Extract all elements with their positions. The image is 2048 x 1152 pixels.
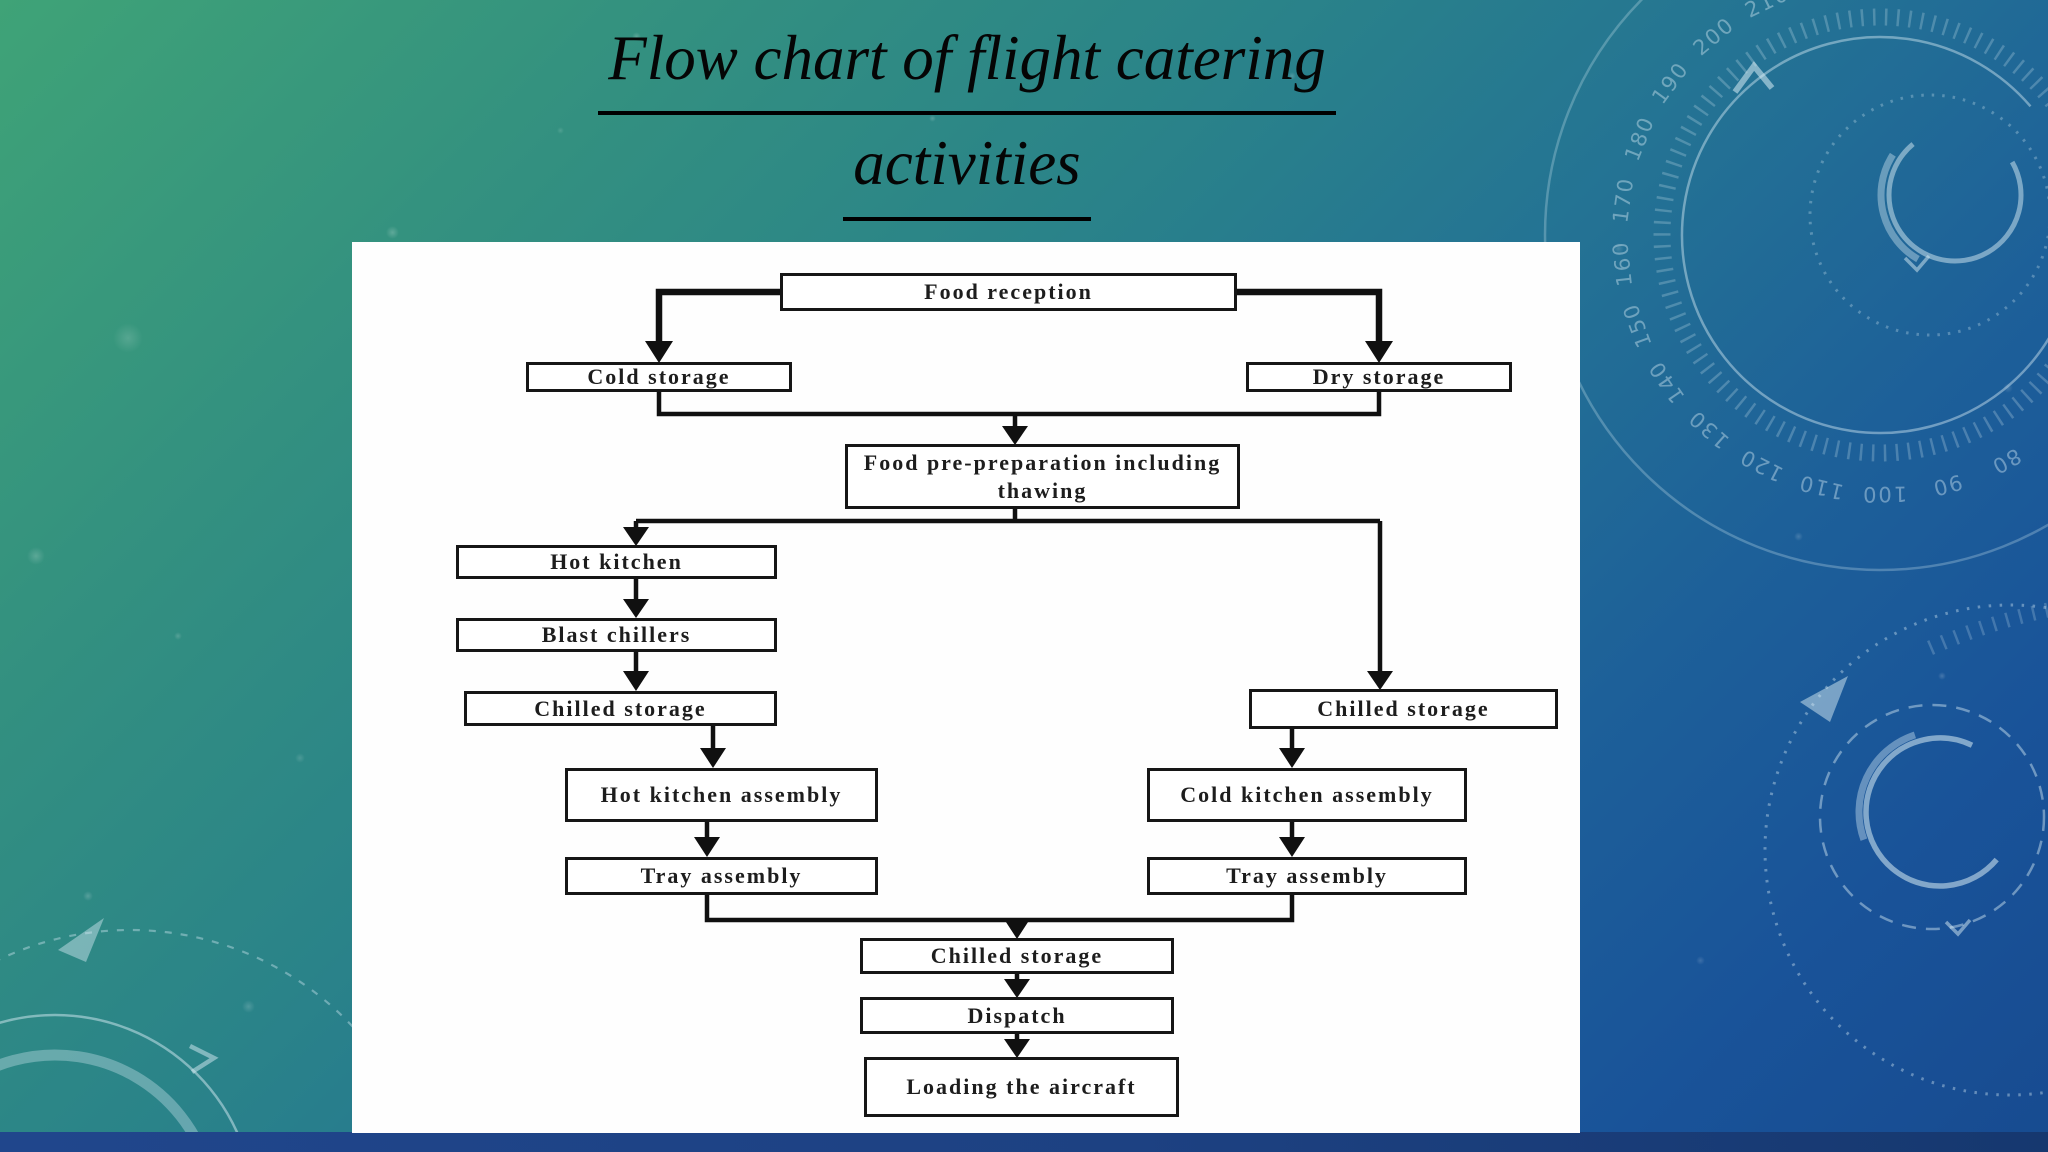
bokeh-dot <box>113 323 143 353</box>
flow-node-food-pre-preparation: Food pre-preparation including thawing <box>845 444 1240 509</box>
flow-node-label: Chilled storage <box>930 943 1104 969</box>
flowchart-panel: Food reception Cold storage Dry storage … <box>352 242 1580 1133</box>
flow-node-hot-kitchen: Hot kitchen <box>456 545 777 579</box>
dial-number: 160 <box>1608 239 1637 287</box>
dial-number: 110 <box>1796 470 1846 504</box>
flow-node-loading-the-aircraft: Loading the aircraft <box>864 1057 1179 1117</box>
flow-node-tray-assembly-left: Tray assembly <box>565 857 878 895</box>
flow-node-blast-chillers: Blast chillers <box>456 618 777 652</box>
bokeh-dot <box>27 547 45 565</box>
flow-node-label: Tray assembly <box>640 863 803 889</box>
flow-node-label: Food pre-preparation including thawing <box>863 450 1222 503</box>
bokeh-dot <box>1612 242 1624 254</box>
bokeh-dot <box>556 126 564 134</box>
flow-node-label: Hot kitchen <box>550 549 683 575</box>
bokeh-dot <box>928 114 936 122</box>
flow-node-label: Blast chillers <box>541 622 692 648</box>
orbit-decoration-bottom-right <box>1763 602 2048 1097</box>
dial-number: 120 <box>1735 444 1787 486</box>
dial-number: 150 <box>1618 299 1657 351</box>
flow-node-label: Chilled storage <box>1317 696 1490 722</box>
bokeh-dot <box>631 31 641 41</box>
flow-node-dispatch: Dispatch <box>860 997 1174 1034</box>
flow-node-chilled-storage-bottom: Chilled storage <box>860 938 1174 974</box>
flow-node-label: Tray assembly <box>1226 863 1388 889</box>
bokeh-dot <box>2003 383 2013 393</box>
flow-node-chilled-storage-left: Chilled storage <box>464 691 777 726</box>
dial-number: 100 <box>1861 482 1907 507</box>
bokeh-dot <box>385 225 399 239</box>
chevron-right-icon <box>188 1043 219 1074</box>
bokeh-dot <box>295 753 305 763</box>
slide-title: Flow chart of flight catering activities <box>0 14 1934 221</box>
flow-node-label: Loading the aircraft <box>906 1074 1137 1100</box>
flow-node-label: Chilled storage <box>534 695 707 721</box>
flow-node-cold-storage: Cold storage <box>526 362 792 392</box>
bokeh-dot <box>1695 955 1705 965</box>
dial-number: 130 <box>1683 405 1733 453</box>
flow-node-cold-kitchen-assembly: Cold kitchen assembly <box>1147 768 1467 822</box>
bokeh-dot <box>1793 531 1803 541</box>
title-line-1: Flow chart of flight catering <box>598 14 1336 116</box>
dial-number: 80 <box>1987 443 2026 479</box>
tick-arc <box>1927 602 2048 655</box>
bokeh-dot <box>1288 72 1296 80</box>
flow-node-dry-storage: Dry storage <box>1246 362 1512 392</box>
bokeh-dot <box>1938 672 1946 680</box>
flowchart-connectors <box>623 288 1393 1058</box>
title-line-2: activities <box>843 119 1091 221</box>
flow-node-label: Cold kitchen assembly <box>1180 782 1434 808</box>
bottom-accent-bar <box>0 1132 2048 1152</box>
arrow-icon <box>58 918 104 962</box>
orbit-decoration-bottom-left <box>0 918 425 1152</box>
flow-node-label: Food reception <box>924 279 1093 305</box>
flow-node-label: Hot kitchen assembly <box>600 782 843 808</box>
flow-node-tray-assembly-right: Tray assembly <box>1147 857 1467 895</box>
bokeh-dot <box>83 891 93 901</box>
dial-number: 140 <box>1644 356 1690 408</box>
flow-node-label: Dry storage <box>1312 364 1446 390</box>
flow-node-chilled-storage-right: Chilled storage <box>1249 689 1558 729</box>
flow-node-label: Cold storage <box>587 364 731 390</box>
bokeh-dot <box>174 632 182 640</box>
chevron-down-icon <box>1903 254 1931 273</box>
flow-node-hot-kitchen-assembly: Hot kitchen assembly <box>565 768 878 822</box>
bokeh-dot <box>241 999 255 1013</box>
dial-number: 90 <box>1929 470 1965 501</box>
chevron-up-icon <box>1732 61 1775 94</box>
flow-node-food-reception: Food reception <box>780 273 1237 311</box>
flow-node-label: Dispatch <box>967 1002 1067 1028</box>
arrow-icon <box>1800 676 1848 722</box>
chevron-down-icon <box>1944 918 1972 937</box>
